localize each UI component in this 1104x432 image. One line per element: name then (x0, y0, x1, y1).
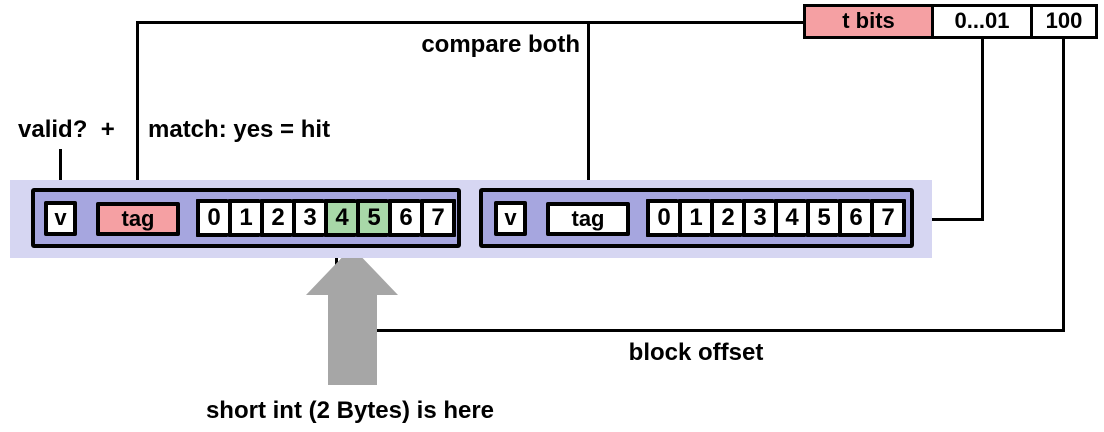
address-index-field: 0...01 (931, 4, 1033, 39)
byte-row-left: 0 1 2 3 4 5 6 7 (196, 199, 456, 237)
byte-cell-left-4: 4 (324, 199, 356, 237)
tag-field-left: tag (96, 202, 180, 236)
short-int-label: short int (2 Bytes) is here (205, 397, 495, 424)
compare-left-tag-line (136, 21, 139, 203)
tag-field-right: tag (546, 202, 630, 236)
match-hit-label: match: yes = hit (148, 116, 331, 143)
byte-cell-right-3: 3 (742, 199, 774, 237)
address-tag-field: t bits (803, 4, 934, 39)
valid-bit-right: v (494, 201, 527, 236)
compare-both-label: compare both (421, 31, 580, 58)
short-int-arrow-icon (306, 247, 398, 385)
byte-cell-left-7: 7 (420, 199, 456, 237)
byte-row-right: 0 1 2 3 4 5 6 7 (646, 199, 906, 237)
compare-right-tag-line (587, 21, 590, 203)
byte-cell-right-0: 0 (646, 199, 678, 237)
cache-set-left: v tag 0 1 2 3 4 5 6 7 (31, 188, 461, 248)
valid-check-line (59, 149, 62, 202)
byte-cell-left-3: 3 (292, 199, 324, 237)
offset-drop-line (1062, 39, 1065, 332)
byte-cell-left-1: 1 (228, 199, 260, 237)
valid-check-label: valid? + (18, 116, 115, 143)
byte-cell-left-6: 6 (388, 199, 420, 237)
compare-top-line (136, 21, 804, 24)
byte-cell-right-1: 1 (678, 199, 710, 237)
byte-cell-left-2: 2 (260, 199, 292, 237)
byte-cell-right-7: 7 (870, 199, 906, 237)
byte-cell-left-0: 0 (196, 199, 228, 237)
byte-cell-right-5: 5 (806, 199, 838, 237)
address-word: t bits 0...01 100 (803, 4, 1098, 39)
byte-cell-right-2: 2 (710, 199, 742, 237)
index-drop-line (981, 39, 984, 221)
valid-bit-left: v (44, 201, 77, 236)
byte-cell-right-4: 4 (774, 199, 806, 237)
offset-bottom-line (338, 329, 1065, 332)
index-elbow-line (914, 218, 984, 221)
address-offset-field: 100 (1030, 4, 1098, 39)
cache-set-right: v tag 0 1 2 3 4 5 6 7 (479, 188, 914, 248)
byte-cell-left-5: 5 (356, 199, 388, 237)
block-offset-label: block offset (628, 339, 764, 366)
byte-cell-right-6: 6 (838, 199, 870, 237)
